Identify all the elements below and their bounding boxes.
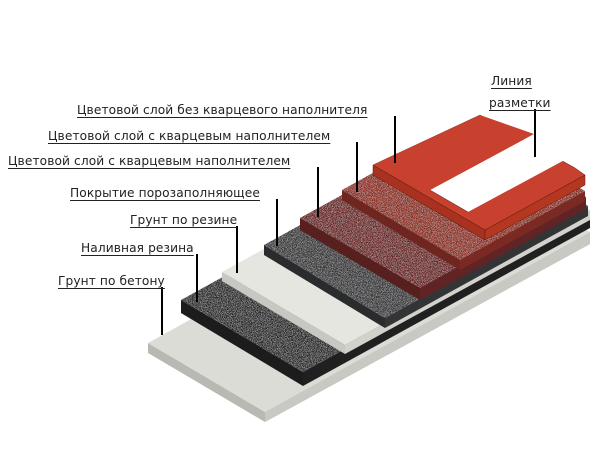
label-color-quartz-1: Цветовой слой с кварцевым наполнителем — [48, 129, 331, 143]
label-concrete-primer: Грунт по бетону — [58, 274, 165, 288]
label-poured-rubber: Наливная резина — [81, 241, 194, 255]
marking-line-gap — [373, 115, 572, 213]
label-marking-line-2: разметки — [489, 96, 551, 110]
label-color-quartz-2: Цветовой слой с кварцевым наполнителем — [8, 154, 291, 168]
label-color-no-quartz: Цветовой слой без кварцевого наполнителя — [77, 103, 368, 117]
label-marking-line-1: Линия — [491, 74, 532, 88]
leader-lines — [161, 109, 536, 335]
label-pore-filler: Покрытие порозаполняющее — [70, 186, 260, 200]
label-rubber-primer: Грунт по резине — [130, 213, 238, 227]
